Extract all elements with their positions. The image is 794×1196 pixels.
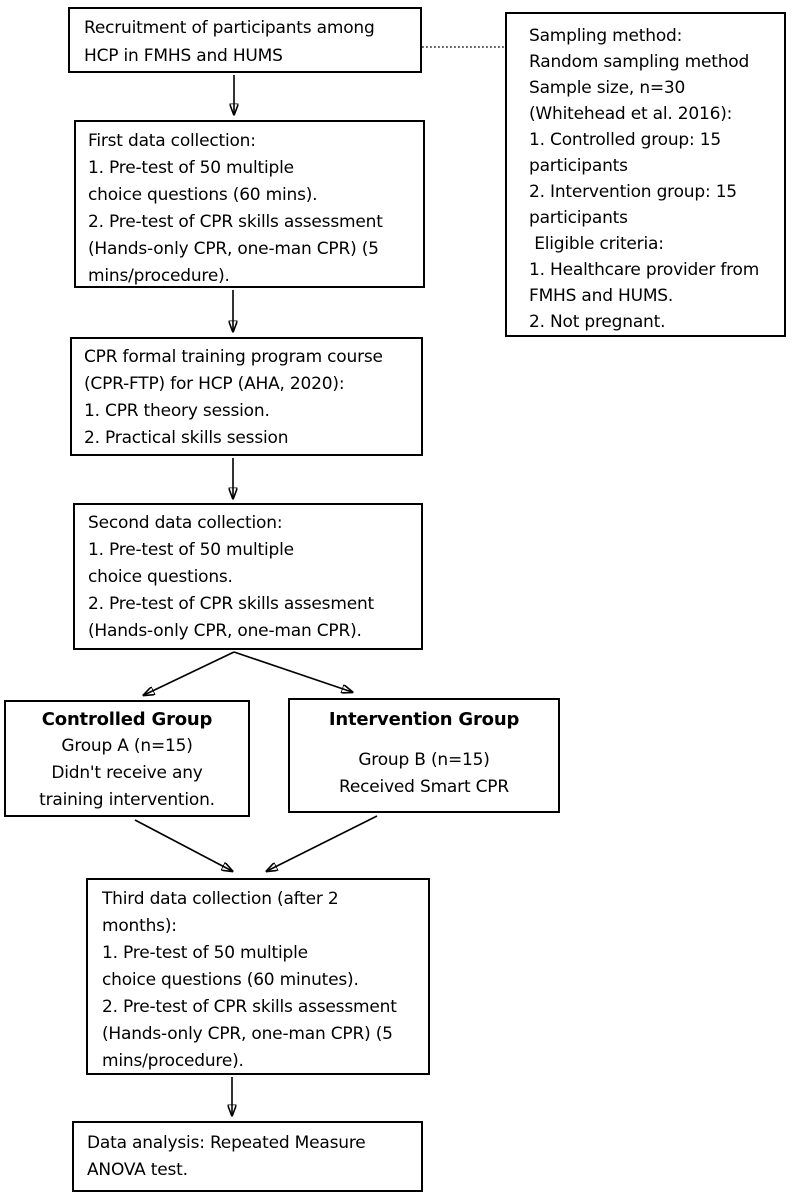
text-line: (Whitehead et al. 2016): <box>529 104 733 124</box>
text-line: (Hands-only CPR, one-man CPR). <box>88 621 362 641</box>
text-line: mins/procedure). <box>88 266 230 286</box>
arrow-second-data-to-intervention <box>233 651 352 692</box>
arrow-controlled-to-third-data <box>134 819 232 871</box>
text-line: Data analysis: Repeated Measure <box>87 1133 366 1153</box>
arrow-second-data-to-controlled <box>144 651 235 695</box>
text-line: choice questions (60 mins). <box>88 185 318 205</box>
intervention-group-title: Intervention Group <box>328 709 520 730</box>
text-line: Recruitment of participants among <box>84 18 375 38</box>
text-line: Received Smart CPR <box>339 777 509 797</box>
controlled-group-title: Controlled Group <box>41 709 213 730</box>
text-line: (Hands-only CPR, one-man CPR) (5 <box>102 1024 393 1044</box>
text-line: Sample size, n=30 <box>529 78 686 98</box>
arrow-intervention-to-third-data <box>267 815 378 871</box>
text-line: 1. Controlled group: 15 <box>529 130 721 150</box>
text-line: (CPR-FTP) for HCP (AHA, 2020): <box>84 374 345 394</box>
text-line: First data collection: <box>88 131 256 151</box>
text-line: Random sampling method <box>529 52 750 72</box>
text-line: participants <box>529 208 628 228</box>
text-line: months): <box>102 916 177 936</box>
text-line: choice questions (60 minutes). <box>102 970 359 990</box>
box-cpr-training-program: CPR formal training program course (CPR-F… <box>70 337 423 456</box>
text-line: (Hands-only CPR, one-man CPR) (5 <box>88 239 379 259</box>
intervention-group-body: Group B (n=15) Received Smart CPR <box>292 747 556 801</box>
controlled-group-body: Group A (n=15) Didn't receive any training… <box>8 733 246 814</box>
text-line: choice questions. <box>88 567 233 587</box>
text-line: participants <box>529 156 628 176</box>
text-line: mins/procedure). <box>102 1051 244 1071</box>
text-line: Sampling method: <box>529 26 683 46</box>
box-second-data-collection: Second data collection: 1. Pre-test of 50… <box>73 503 423 650</box>
text-line: 1. CPR theory session. <box>84 401 270 421</box>
text-line: Third data collection (after 2 <box>102 889 339 909</box>
text-line: Group B (n=15) <box>358 750 490 770</box>
text-line: FMHS and HUMS. <box>529 286 674 306</box>
text-line: 2. Pre-test of CPR skills assessment <box>102 997 397 1017</box>
text-line: 1. Pre-test of 50 multiple <box>88 158 294 178</box>
text-line: 2. Not pregnant. <box>529 312 666 332</box>
text-line: 1. Pre-test of 50 multiple <box>102 943 308 963</box>
text-line: 2. Intervention group: 15 <box>529 182 737 202</box>
box-third-data-collection: Third data collection (after 2 months): 1.… <box>86 878 430 1075</box>
text-line: 2. Pre-test of CPR skills assesment <box>88 594 375 614</box>
text-line: Didn't receive any <box>51 763 203 783</box>
text-line: 2. Pre-test of CPR skills assessment <box>88 212 383 232</box>
text-line: CPR formal training program course <box>84 347 383 367</box>
text-line: Group A (n=15) <box>61 736 193 756</box>
text-line: HCP in FMHS and HUMS <box>84 46 283 66</box>
text-line: 1. Pre-test of 50 multiple <box>88 540 294 560</box>
text-line: 1. Healthcare provider from <box>529 260 760 280</box>
box-controlled-group: Controlled Group Group A (n=15) Didn't re… <box>4 700 250 817</box>
text-line: Eligible criteria: <box>529 234 664 254</box>
box-intervention-group: Intervention Group Group B (n=15) Receive… <box>288 698 560 813</box>
text-line: ANOVA test. <box>87 1160 188 1180</box>
box-first-data-collection: First data collection: 1. Pre-test of 50 … <box>74 120 425 288</box>
text-line: 2. Practical skills session <box>84 428 289 448</box>
text-line: training intervention. <box>39 790 215 810</box>
text-line: Second data collection: <box>88 513 283 533</box>
